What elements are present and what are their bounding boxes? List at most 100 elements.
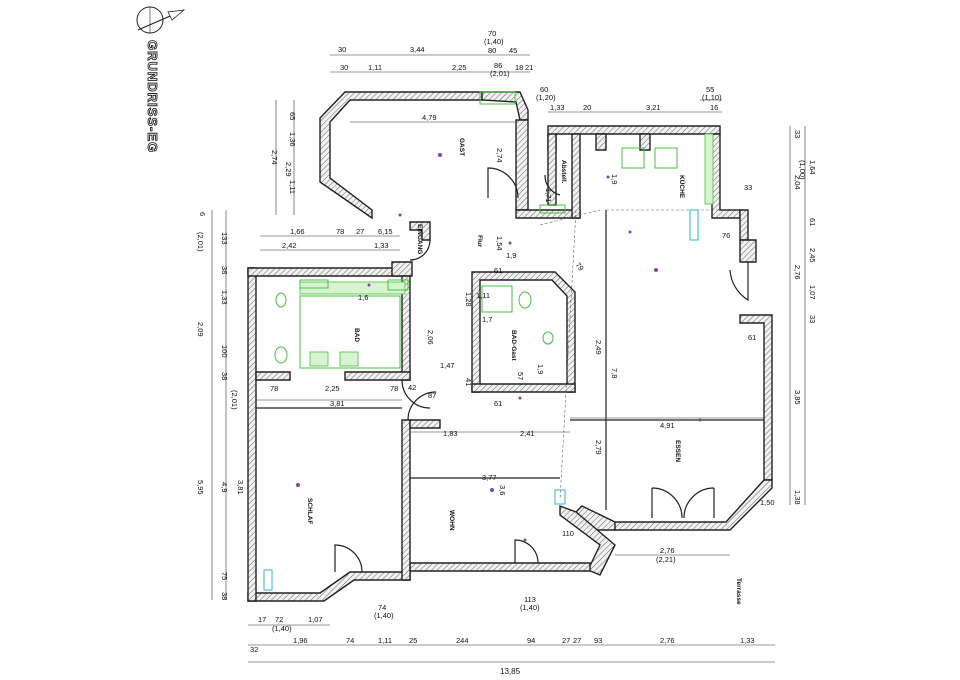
- dim-top-21: 21: [525, 63, 533, 72]
- dim-left-111: 1,11: [288, 180, 297, 194]
- doors: [334, 167, 749, 573]
- dim-74-inner: 74: [378, 603, 386, 612]
- dim-377: 3,77: [482, 473, 497, 482]
- dim-top-70: 70: [488, 29, 496, 38]
- dimension-lines: [211, 54, 806, 663]
- dim-top-321: 3,21: [646, 103, 661, 112]
- dim-top-225: 2,25: [452, 63, 467, 72]
- dim-left-274: 2,74: [270, 150, 279, 165]
- plan-title: GRUNDRISS-EG: [145, 40, 160, 153]
- room-labels: GAST KÜCHE Abstell. Flur EINGANG BAD BAD…: [306, 138, 742, 605]
- dim-bot-111: 1,11: [378, 636, 392, 645]
- north-compass-icon: [136, 6, 186, 34]
- dim-bot-27: 27: [562, 636, 570, 645]
- dim-bot-1385: 13,85: [500, 667, 521, 676]
- dim-133-inner: 1,33: [374, 241, 389, 250]
- dim-top-344: 3,44: [410, 45, 425, 54]
- dim-36: 3,6: [498, 485, 507, 495]
- dim-top-110: (1,10): [702, 93, 722, 102]
- exterior-walls: [247, 91, 773, 602]
- dim-140b-inner: (1,40): [374, 611, 394, 620]
- fixtures: [263, 91, 714, 591]
- dimension-texts-bottom: 17 72 (1,40) 1,07 32 1,96 74 1,11 25 244…: [250, 615, 755, 676]
- dim-bot-133: 1,33: [740, 636, 755, 645]
- dim-bot-74: 74: [346, 636, 354, 645]
- dim-left-38c: 38: [220, 592, 229, 600]
- dim-left-6: 6: [198, 212, 207, 216]
- dim-bot-27b: 27: [573, 636, 581, 645]
- interior-lines: [256, 209, 764, 510]
- electrical-marks: [296, 153, 702, 542]
- room-label-essen: ESSEN: [674, 440, 681, 462]
- dim-bot-17: 17: [258, 615, 266, 624]
- dim-top-18: 18: [515, 63, 523, 72]
- room-label-gast: GAST: [458, 138, 465, 156]
- dim-274-inner: 2,74: [495, 148, 504, 163]
- dimension-texts-inner: 1,66 78 6,15 27 2,42 1,33 1,6 2,06 78 2,…: [270, 113, 775, 620]
- room-label-eingang: EINGANG: [416, 224, 423, 254]
- room-label-flur: Flur: [476, 235, 483, 248]
- dim-bot-94: 94: [527, 636, 535, 645]
- dim-left-201b: (2,01): [230, 390, 239, 410]
- dim-top-111: 1,11: [368, 63, 382, 72]
- dim-left-133b: 1,33: [220, 290, 229, 305]
- dim-42: 42: [408, 383, 416, 392]
- dim-right-385: 3,85: [793, 390, 802, 405]
- dim-top-86: 86: [494, 61, 502, 70]
- dimension-texts-right: 33 1,64 (1,00) 2,04 61 2,45 2,76 1,07 33…: [748, 130, 817, 505]
- dim-79: 79: [573, 261, 585, 273]
- dim-right-33: 33: [793, 130, 802, 138]
- room-label-bad: BAD: [353, 328, 360, 342]
- dim-bot-276: 2,76: [660, 636, 675, 645]
- dim-top-133: 1,33: [550, 103, 565, 112]
- dim-249: 2,49: [594, 340, 603, 355]
- dim-top-201: (2,01): [490, 69, 510, 78]
- dim-bot-25: 25: [409, 636, 417, 645]
- dim-33-inner: 33: [744, 183, 752, 192]
- dim-147: 1,47: [440, 361, 455, 370]
- dim-111-inner: 1,11: [476, 291, 490, 300]
- dim-left-136: 1,36: [288, 132, 297, 147]
- dim-61-inner: 61: [494, 399, 502, 408]
- dim-57: 57: [516, 372, 525, 380]
- dim-left-38b: 38: [220, 372, 229, 380]
- dim-left-133: 133: [220, 232, 229, 245]
- dim-bot-93: 93: [594, 636, 602, 645]
- dim-right-100: (1,00): [798, 160, 807, 180]
- dim-479: 4,79: [422, 113, 437, 122]
- dim-right-245: 2,45: [808, 248, 817, 263]
- room-label-wohn: WOHN: [448, 510, 455, 531]
- dim-381: 3,81: [330, 399, 345, 408]
- dim-top-30: 30: [338, 45, 346, 54]
- dim-225: 2,25: [325, 384, 340, 393]
- dim-140-inner: (1,40): [520, 603, 540, 612]
- dim-top-80: 80: [488, 46, 496, 55]
- dim-left-201: (2,01): [196, 232, 205, 252]
- dim-41: 41: [464, 378, 473, 386]
- dim-left-595: 5,95: [196, 480, 205, 495]
- dim-top-30b: 30: [340, 63, 348, 72]
- dim-78c: 78: [390, 384, 398, 393]
- dim-19c: 1,9: [610, 174, 619, 184]
- dim-19b: 1,9: [506, 251, 516, 260]
- dim-left-38: 38: [220, 266, 229, 274]
- dim-150: 1,50: [760, 498, 775, 507]
- dim-113: 113: [524, 595, 536, 604]
- dim-76: 76: [722, 231, 730, 240]
- dim-bot-244: 244: [456, 636, 469, 645]
- dim-78v: 7,8: [610, 368, 619, 378]
- dim-right-138: 1,38: [793, 490, 802, 505]
- dim-right-61b: 61: [748, 333, 756, 342]
- dim-128: 1,28: [464, 292, 473, 307]
- dim-bot-107: 1,07: [308, 615, 323, 624]
- dim-206: 2,06: [426, 330, 435, 345]
- dim-221: (2,21): [656, 555, 676, 564]
- dim-right-107: 1,07: [808, 285, 817, 300]
- dim-78: 78: [336, 227, 344, 236]
- dim-19: 1,9: [536, 364, 545, 374]
- dim-491: 4,91: [660, 421, 675, 430]
- dim-171: 1,71: [544, 188, 553, 203]
- dim-right-164: 1,64: [808, 160, 817, 175]
- dim-top-140: (1,40): [484, 37, 504, 46]
